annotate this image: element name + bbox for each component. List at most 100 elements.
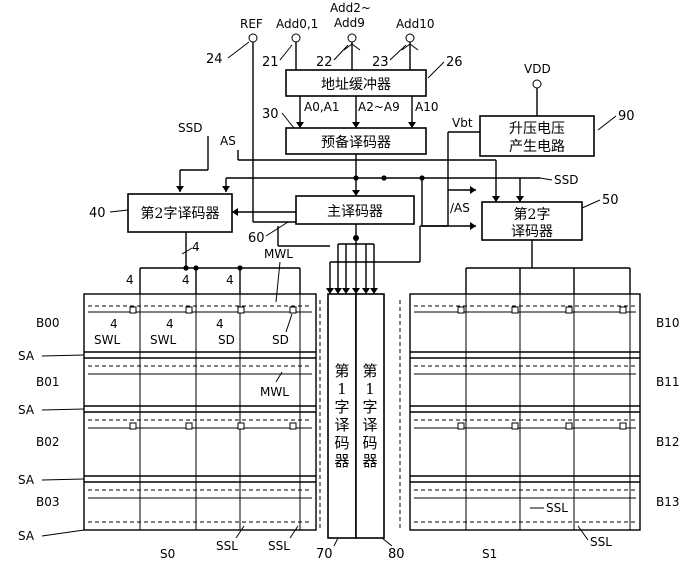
vdd-label: VDD [524,62,551,76]
second-right-label-1: 第2字 [514,206,551,223]
svg-text:字: 字 [334,398,349,416]
sa-2: SA [18,403,35,417]
left-cell-labels: 4 4 4 SWL SWL SD SD MWL SSL SSL S0 [94,313,299,561]
sd-label-2: SD [272,333,289,347]
add10-label: Add10 [396,17,435,31]
pin-vdd: VDD [524,62,551,116]
buffer-to-predecoder: A0,A1 A2~A9 A10 [296,96,438,128]
ref-23: 23 [372,55,389,70]
second-word-decoder-left [127,193,233,233]
first-word-decoder-b [355,293,385,539]
second-word-decoder-right [481,201,583,241]
mwl-top-label: MWL [264,247,293,261]
sig-as: AS [220,134,236,148]
add01-label: Add0,1 [276,17,318,31]
address-buffer-label: 地址缓冲器 [321,77,391,93]
ref-60: 60 [248,231,265,246]
second-right-label-2: 译码器 [511,224,553,240]
boost-label-1: 升压电压 [509,121,565,137]
s0-label: S0 [160,547,175,561]
pin-add29: Add2~ Add9 [330,1,371,70]
ssl-left-1: SSL [216,539,238,553]
svg-text:器: 器 [362,452,377,470]
swl-label-2: SWL [150,333,176,347]
ssl-right-1: SSL [546,501,568,515]
n4-g: 4 [216,317,224,331]
right-sd-bus [465,240,631,294]
first-word-decoder-b-label: 第 1 字 译 码 器 [362,362,377,470]
ssd-as-network: SSD AS SSD /AS [176,121,578,230]
n4-c: 4 [182,273,190,287]
bank-b02: B02 [36,435,60,449]
n4-f: 4 [166,317,174,331]
ref-80: 80 [388,547,405,562]
mwl-mid-label: MWL [260,385,289,399]
pin-ref: REF [240,17,296,223]
main-decoder-bus [277,224,378,294]
bank-b10: B10 [656,316,680,330]
svg-text:字: 字 [362,398,377,416]
svg-text:1: 1 [337,380,347,398]
svg-text:码: 码 [362,434,377,452]
predecoder-label: 预备译码器 [321,134,391,151]
left-memory-array [83,293,317,531]
svg-text:译: 译 [362,416,377,434]
svg-text:码: 码 [334,434,349,452]
vbt-line: Vbt [330,116,480,263]
n4-d: 4 [226,273,234,287]
ssl-right-2: SSL [590,535,612,549]
ref-21: 21 [262,55,279,70]
ssl-left-2: SSL [268,539,290,553]
n4-b: 4 [126,273,134,287]
ref-90: 90 [618,109,635,124]
swl-label-1: SWL [94,333,120,347]
ref-26: 26 [446,55,463,70]
sa-4: SA [18,529,35,543]
sig-a01: A0,A1 [304,100,340,114]
main-decoder-label: 主译码器 [327,204,383,220]
n4-a: 4 [192,240,200,254]
pin-add10: Add10 [396,17,435,70]
ref-50: 50 [602,193,619,208]
sa-1: SA [18,349,35,363]
sa-3: SA [18,473,35,487]
bank-b01: B01 [36,375,60,389]
boost-circuit-block [479,115,595,157]
bank-b13: B13 [656,495,680,509]
sig-a29: A2~A9 [358,100,400,114]
sig-ssd-right: SSD [554,173,578,187]
right-bank-labels: B10 B11 B12 B13 [656,316,680,509]
svg-text:1: 1 [365,380,375,398]
right-cell-labels: SSL SSL S1 [482,501,612,561]
first-word-decoder-a-label: 第 1 字 译 码 器 [334,362,349,470]
ref-24: 24 [206,52,223,67]
bank-b00: B00 [36,316,60,330]
svg-text:第: 第 [362,362,377,380]
ref-40: 40 [89,206,106,221]
sig-nas: /AS [450,201,470,215]
pin-add01: Add0,1 [276,17,318,70]
first-word-decoder-a [327,293,357,539]
sig-a10: A10 [415,100,438,114]
ref-22: 22 [316,55,333,70]
sig-vbt: Vbt [452,116,473,130]
bank-b12: B12 [656,435,680,449]
ref-leaders: 24 21 22 23 26 30 90 40 50 60 [89,41,635,246]
bank-b03: B03 [36,495,60,509]
left-sd-bus: 4 4 4 4 MWL [126,232,301,303]
bank-b11: B11 [656,375,680,389]
ref-70: 70 [316,547,333,562]
ref-label: REF [240,17,263,31]
sig-ssd-top: SSD [178,121,202,135]
right-memory-array [409,293,641,531]
ref-30: 30 [262,107,279,122]
svg-text:器: 器 [334,452,349,470]
sd-label-1: SD [218,333,235,347]
second-left-label: 第2字译码器 [141,205,220,222]
boost-label-2: 产生电路 [509,139,565,155]
svg-text:第: 第 [334,362,349,380]
main-decoder-block [295,195,415,225]
add29-bot-label: Add9 [334,16,365,30]
s1-label: S1 [482,547,497,561]
